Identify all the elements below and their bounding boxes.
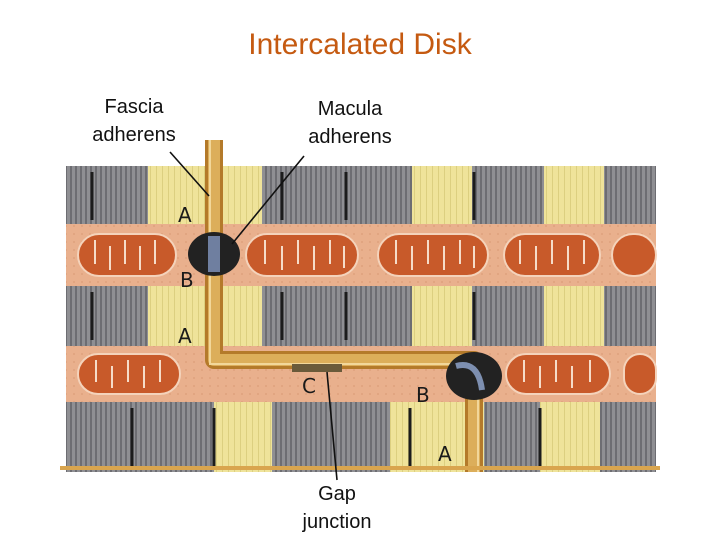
slide-title: Intercalated Disk bbox=[248, 28, 472, 61]
letter-b-right: B bbox=[416, 383, 430, 407]
z-lines bbox=[90, 172, 542, 466]
gap-junction-site bbox=[292, 364, 342, 372]
mitochondria bbox=[77, 233, 657, 395]
gap-label-line2: junction bbox=[302, 511, 372, 533]
myofibril-row-1 bbox=[66, 166, 656, 224]
macula-adherens-desmosome bbox=[188, 232, 240, 276]
letter-a-bottom: A bbox=[438, 442, 452, 466]
muscle-tissue bbox=[66, 166, 657, 472]
gap-label-line1: Gap bbox=[318, 483, 356, 505]
myofibril-row-5 bbox=[66, 402, 656, 472]
letter-a-middle: A bbox=[178, 324, 192, 348]
fascia-label-line2: adherens bbox=[92, 124, 176, 146]
letter-b-left: B bbox=[180, 268, 194, 292]
myofibril-row-3 bbox=[66, 286, 656, 346]
macula-label-line2: adherens bbox=[308, 126, 392, 148]
letter-a-top: A bbox=[178, 203, 192, 227]
letter-c: C bbox=[302, 374, 316, 398]
leader-lines bbox=[169, 151, 338, 481]
gap-junction-label: Gap junction bbox=[282, 480, 392, 536]
macula-label-line1: Macula bbox=[317, 98, 383, 120]
fascia-adherens-label: Fascia adherens bbox=[72, 93, 196, 149]
macula-adherens-label: Macula adherens bbox=[288, 95, 412, 151]
fascia-label-line1: Fascia bbox=[104, 96, 164, 118]
desmosome-right bbox=[446, 352, 502, 400]
